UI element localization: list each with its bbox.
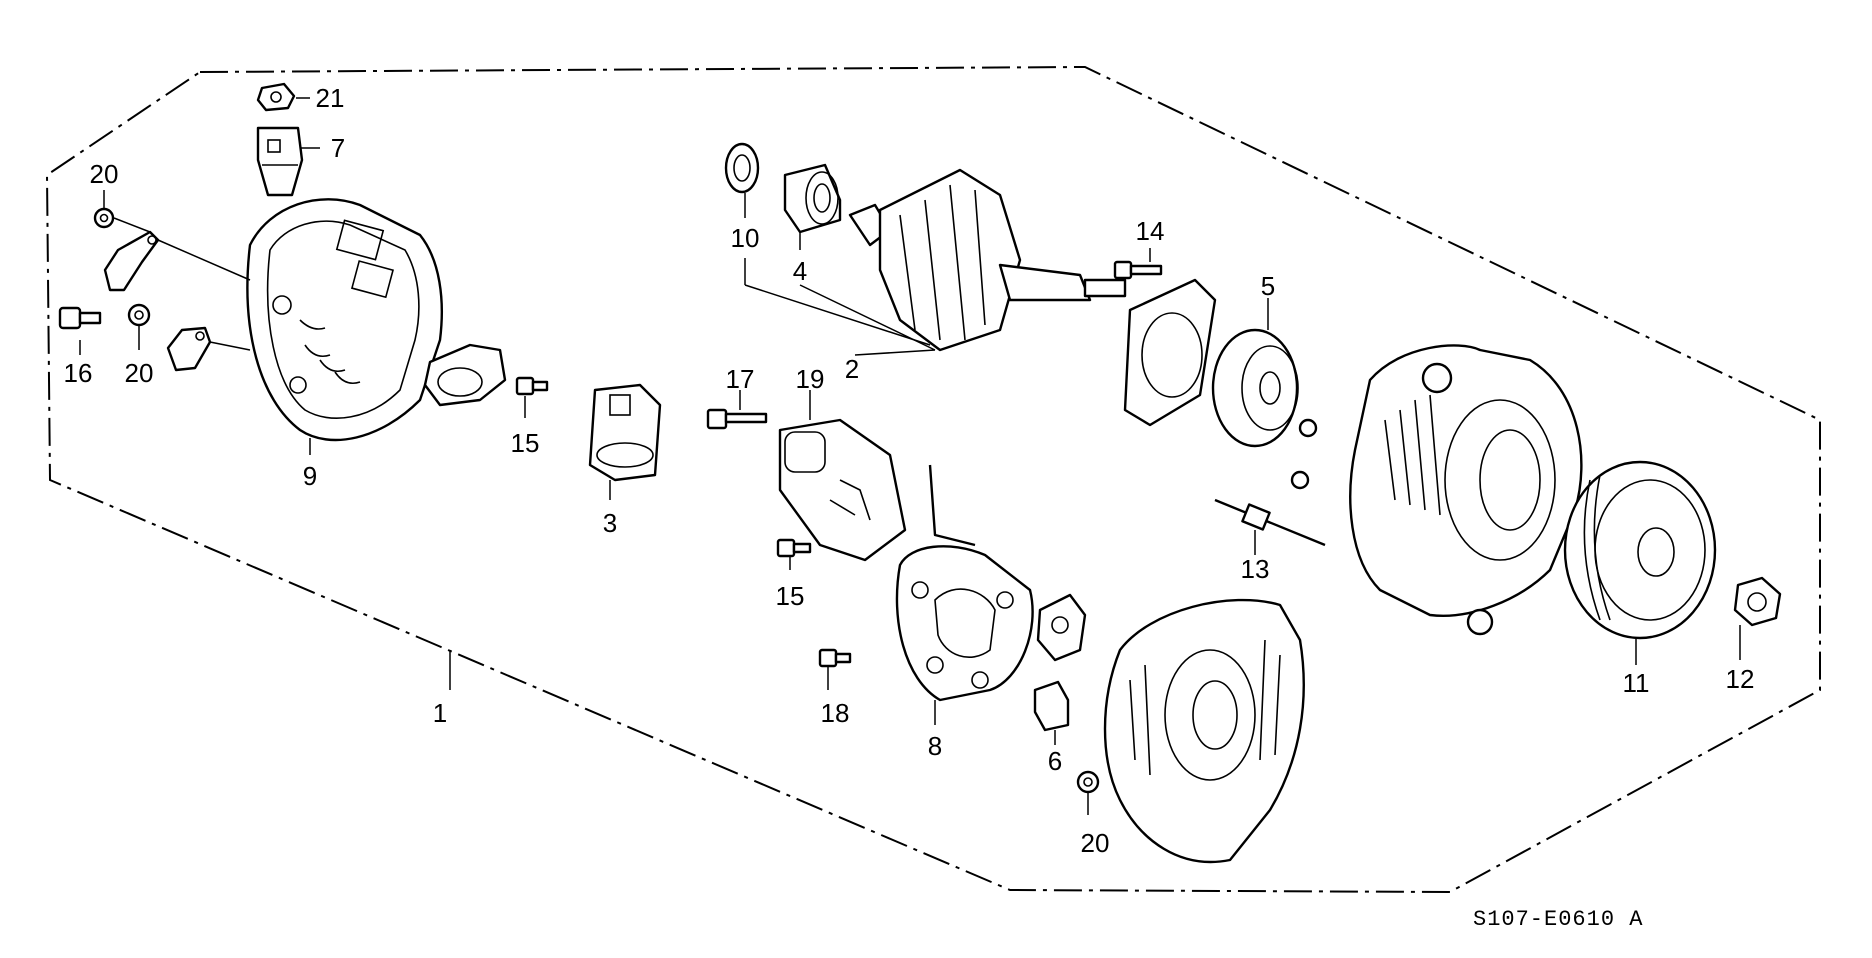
lead-terminal-part xyxy=(1290,418,1318,490)
assembly-boundary xyxy=(45,65,1821,894)
rear-housing-part xyxy=(1103,598,1305,864)
leader-lines xyxy=(79,97,1741,815)
terminal-cap-part xyxy=(256,126,304,197)
seal-10-part xyxy=(724,142,760,194)
nut-20-lower-part xyxy=(1076,770,1100,794)
callout-20-lower: 20 xyxy=(1081,828,1110,858)
callout-13: 13 xyxy=(1241,554,1270,584)
rear-cover-part xyxy=(246,198,443,442)
callout-20-mid: 20 xyxy=(125,358,154,388)
bolt-15-lower-part xyxy=(776,538,812,558)
callout-14: 14 xyxy=(1136,216,1165,246)
reference-code: S107-E0610 A xyxy=(1473,907,1643,932)
nut-20-mid-part xyxy=(127,303,151,327)
rectifier-part xyxy=(895,464,1034,702)
callout-16: 16 xyxy=(64,358,93,388)
callout-18: 18 xyxy=(821,698,850,728)
terminal-plate-part xyxy=(1036,593,1087,662)
nut-20-upper-part xyxy=(93,207,115,229)
callout-2: 2 xyxy=(845,354,859,384)
bolt-18-part xyxy=(818,648,852,668)
pulley-nut-part xyxy=(1733,576,1782,627)
callout-5: 5 xyxy=(1261,271,1275,301)
callout-4: 4 xyxy=(793,256,807,286)
callout-20-upper: 20 xyxy=(90,159,119,189)
callout-1: 1 xyxy=(433,698,447,728)
regulator-part xyxy=(778,418,907,562)
callout-15-lower: 15 xyxy=(776,581,805,611)
bearing-4-part xyxy=(783,163,842,234)
rotor-part xyxy=(848,168,1127,352)
callout-12: 12 xyxy=(1726,664,1755,694)
bracket-upper-part xyxy=(103,230,160,292)
bolt-14-part xyxy=(1113,260,1163,280)
callout-9: 9 xyxy=(303,461,317,491)
callout-10: 10 xyxy=(731,223,760,253)
bolt-15-upper-part xyxy=(515,376,549,396)
callout-7: 7 xyxy=(331,133,345,163)
bracket-lower-part xyxy=(166,326,212,372)
nut-21-part xyxy=(256,82,296,112)
bolt-17-part xyxy=(706,408,768,430)
callout-8: 8 xyxy=(928,731,942,761)
pulley-part xyxy=(1563,460,1717,640)
insulator-6-part xyxy=(1033,680,1070,732)
callout-3: 3 xyxy=(603,508,617,538)
end-bearing-holder-part xyxy=(423,343,507,407)
callout-15-upper: 15 xyxy=(511,428,540,458)
callout-11: 11 xyxy=(1623,668,1650,698)
callout-21: 21 xyxy=(316,83,345,113)
bearing-retainer-plate-part xyxy=(1123,278,1217,427)
bearing-5-part xyxy=(1211,328,1299,448)
brush-holder-part xyxy=(588,383,662,482)
callout-17: 17 xyxy=(726,364,755,394)
callout-6: 6 xyxy=(1048,746,1062,776)
drive-end-housing-part xyxy=(1349,344,1583,636)
bolt-16-part xyxy=(58,306,102,330)
callout-19: 19 xyxy=(796,364,825,394)
terminal-bolt-13-part xyxy=(1214,498,1326,547)
